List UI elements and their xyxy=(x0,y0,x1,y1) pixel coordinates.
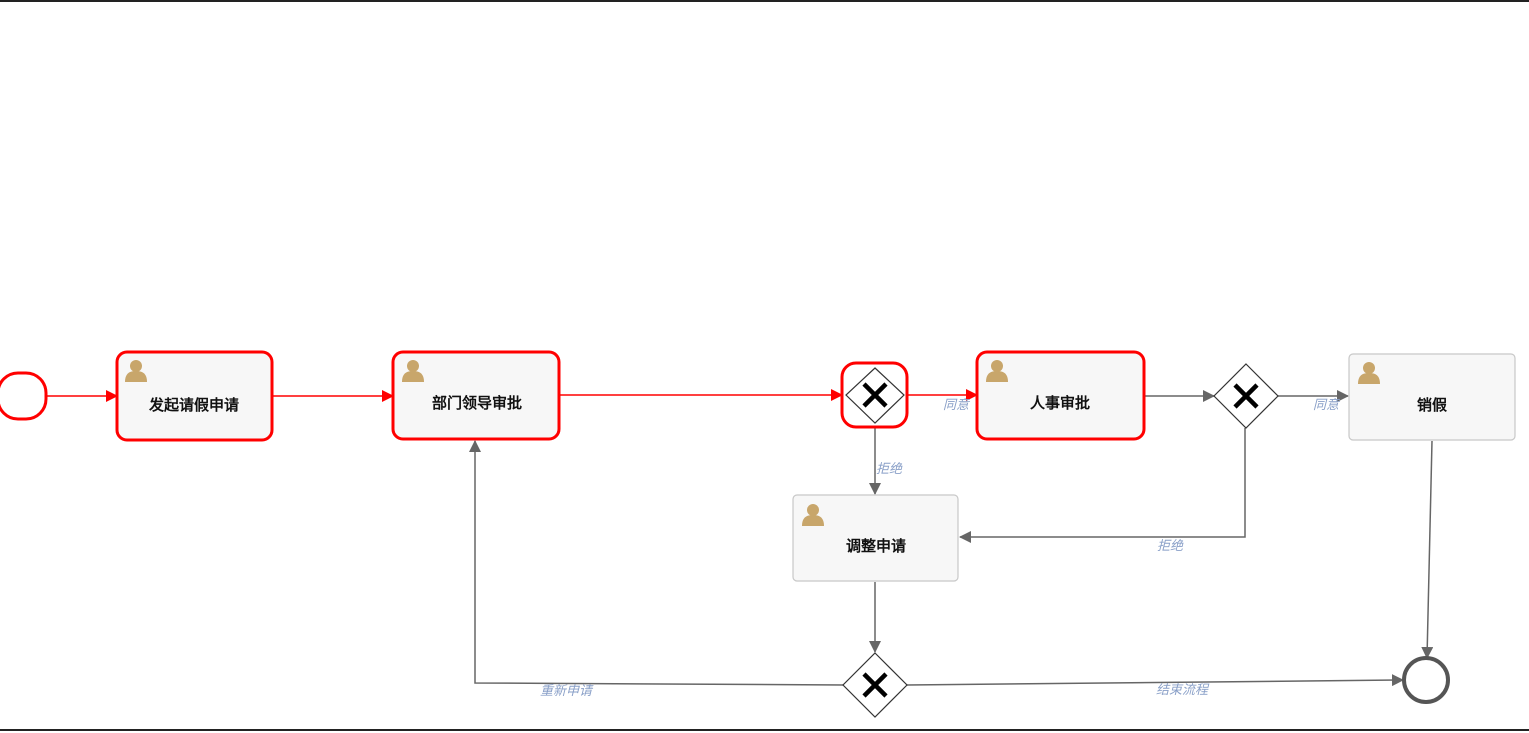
flow-label-gateway3-end: 结束流程 xyxy=(1156,683,1210,698)
gateway-dept-decision[interactable] xyxy=(840,361,909,429)
exclusive-x-icon xyxy=(862,382,888,408)
task-label-adjust: 调整申请 xyxy=(846,537,906,555)
task-label-cancel-leave: 销假 xyxy=(1417,396,1448,414)
task-cancel-leave[interactable]: 销假 xyxy=(1348,353,1516,441)
flow-gateway2-reject[interactable] xyxy=(959,428,1246,543)
flow-label-gateway2-agree: 同意 xyxy=(1313,397,1341,413)
flow-cancel-to-end[interactable] xyxy=(1421,440,1434,659)
flow-label-gateway3-resubmit: 重新申请 xyxy=(540,684,594,699)
end-event[interactable] xyxy=(1402,656,1450,704)
flow-gateway3-resubmit[interactable] xyxy=(469,440,846,686)
gateway-hr-decision[interactable] xyxy=(1213,363,1279,429)
flow-label-gateway1-agree: 同意 xyxy=(943,397,971,413)
exclusive-x-icon xyxy=(1233,383,1259,409)
flow-label-gateway2-reject: 拒绝 xyxy=(1157,538,1184,554)
task-label-dept-approve: 部门领导审批 xyxy=(432,394,522,412)
exclusive-x-icon xyxy=(862,672,888,698)
start-event[interactable] xyxy=(0,371,48,421)
gateway-adjust-decision[interactable] xyxy=(842,652,908,718)
task-label-submit: 发起请假申请 xyxy=(148,396,239,414)
flow-gateway3-end[interactable] xyxy=(906,674,1404,687)
flow-label-gateway1-reject: 拒绝 xyxy=(876,461,903,477)
task-dept-approve[interactable]: 部门领导审批 xyxy=(391,350,561,441)
task-hr-approve[interactable]: 人事审批 xyxy=(975,350,1146,441)
task-submit-leave[interactable]: 发起请假申请 xyxy=(115,350,274,442)
task-label-hr-approve: 人事审批 xyxy=(1030,394,1090,412)
task-adjust-request[interactable]: 调整申请 xyxy=(792,494,959,582)
